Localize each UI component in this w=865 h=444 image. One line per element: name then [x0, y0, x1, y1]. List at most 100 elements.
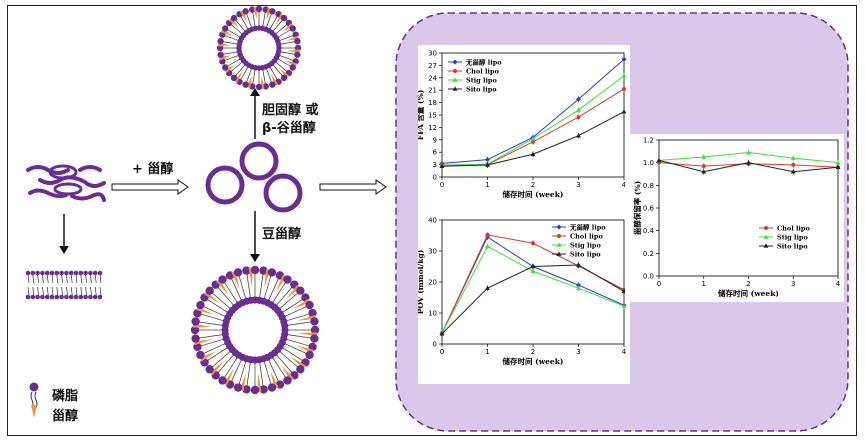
lipid-head [289, 64, 296, 71]
sterol-wedge [209, 360, 225, 376]
x-axis-label: 储存时间 (week) [503, 356, 564, 366]
data-point [485, 285, 490, 290]
lipid-tail [51, 286, 54, 296]
y-tick-label: 0 [433, 174, 437, 182]
lipid-head [191, 317, 200, 326]
lipid-tail [75, 286, 78, 296]
data-point [485, 243, 490, 249]
lipid-head [222, 25, 229, 32]
lipid-head [40, 294, 45, 300]
lipid-head [259, 266, 268, 275]
lipid-head [59, 294, 64, 300]
y-tick-label: 3 [433, 161, 437, 169]
x-tick-label: 4 [836, 280, 841, 288]
lipid-tail [99, 274, 102, 284]
data-point [556, 224, 562, 230]
data-point [530, 263, 536, 269]
data-point [621, 303, 627, 308]
liposome-top [216, 5, 302, 91]
lipid-tail [37, 274, 39, 284]
lipid-head [59, 270, 64, 276]
lipid-tail [42, 274, 44, 284]
lipid-head [255, 83, 263, 91]
lipid-head [217, 38, 224, 45]
data-point [530, 268, 536, 273]
data-point [556, 251, 562, 256]
data-point [791, 162, 796, 167]
figure-frame [7, 5, 857, 436]
lipid-head [205, 365, 214, 374]
y-tick-label: 18 [428, 99, 437, 107]
y-tick-label: 40 [428, 217, 437, 225]
add-sterol-label: + 甾醇 [132, 162, 174, 177]
x-tick-label: 1 [702, 280, 706, 288]
lipid-tail [90, 274, 92, 284]
lipid-head [64, 270, 69, 276]
phospholipid-legend-icon [29, 382, 39, 409]
lipid-head [35, 294, 40, 300]
lipid-tail [37, 286, 39, 296]
lipid-head [25, 294, 31, 300]
lipid-head [294, 51, 301, 58]
sterol-wedge [285, 284, 301, 300]
sterol-wedge [228, 17, 239, 28]
data-point [439, 331, 445, 336]
lipid-head [275, 41, 282, 48]
loose-vesicle [48, 164, 78, 180]
data-point [576, 107, 581, 112]
hollow-arrow-2 [319, 179, 387, 195]
lipid-strand [26, 165, 70, 175]
bilayer-disc [25, 270, 103, 300]
legend-label: Stig lipo [777, 234, 808, 242]
lipid-head [267, 268, 277, 277]
phospholipid-strands [26, 165, 106, 202]
legend-label: Chol lipo [777, 225, 810, 233]
y-axis-label: FFA 含量 (%) [418, 90, 425, 140]
lipid-head [250, 385, 260, 395]
y-tick-label: 0.6 [643, 205, 655, 213]
lipid-head [97, 294, 103, 300]
lipid-head [310, 334, 319, 343]
lipid-head [73, 270, 79, 276]
sterol-wedge [297, 314, 317, 321]
sterol-wedge [279, 68, 290, 79]
y-tick-label: 0.0 [643, 273, 654, 281]
data-point [701, 154, 707, 159]
data-point [763, 234, 769, 239]
data-point [621, 109, 627, 114]
x-axis-label: 储存时间 (week) [718, 288, 779, 298]
lipid-strand [28, 188, 68, 199]
lipid-head [255, 5, 263, 13]
data-point [746, 149, 751, 155]
y-tick-label: 1.2 [643, 137, 654, 145]
x-tick-label: 2 [531, 348, 535, 356]
lipid-head [83, 294, 88, 300]
lipid-head [44, 270, 50, 276]
lipid-head [196, 300, 205, 310]
lipid-tail [56, 274, 59, 284]
data-point [701, 169, 707, 174]
lipid-head [280, 74, 288, 82]
legend-label: Stig lipo [466, 77, 497, 85]
loose-vesicle [53, 182, 83, 196]
lipid-head [296, 286, 305, 295]
sterol-legend-icon [31, 405, 37, 418]
x-tick-label: 3 [791, 280, 795, 288]
lipid-strand [70, 192, 106, 202]
lipid-tail [27, 274, 30, 284]
sterol-wedge [257, 373, 262, 392]
data-point [576, 262, 581, 267]
lipid-tail [99, 286, 102, 296]
lipid-tail [46, 286, 49, 296]
lipid-head [242, 81, 249, 88]
y-tick-label: 6 [433, 149, 438, 157]
data-point [576, 285, 581, 290]
sterol-wedge [216, 279, 229, 296]
sterol-wedge [231, 271, 240, 290]
lipid-tail [70, 286, 73, 296]
legend-label: 无甾醇 lipo [569, 223, 606, 232]
sterol-wedge [248, 268, 253, 287]
lipid-head [289, 25, 296, 32]
